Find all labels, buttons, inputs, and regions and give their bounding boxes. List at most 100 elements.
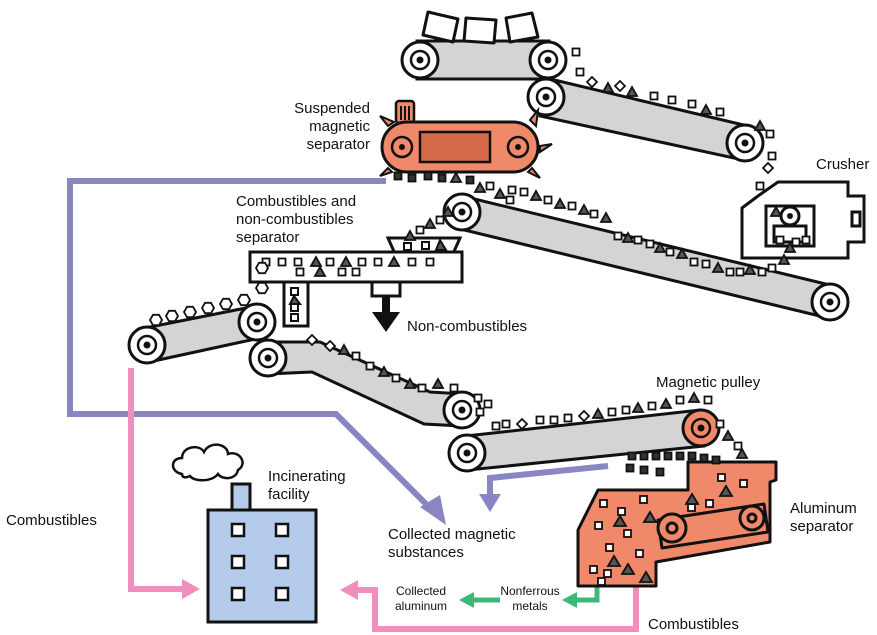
particle-square xyxy=(621,405,631,415)
particle-triangle xyxy=(783,241,797,253)
particle-square xyxy=(473,393,483,403)
particle-triangle xyxy=(721,429,735,441)
particle-square xyxy=(519,187,529,197)
particle-square xyxy=(663,451,673,461)
particle-triangle xyxy=(577,203,591,215)
combustibles-path xyxy=(128,368,639,632)
particle-triangle xyxy=(423,217,437,229)
particle-triangle xyxy=(313,265,327,277)
particle-square xyxy=(293,257,303,267)
suspended-magnetic-separator-label: Suspended magnetic separator xyxy=(294,100,370,153)
particle-triangle xyxy=(309,255,323,267)
particle-hexagon xyxy=(164,309,180,323)
particle-triangle xyxy=(687,391,701,403)
particle-square xyxy=(407,257,417,267)
particle-square xyxy=(417,383,427,393)
collected-aluminum-label: Collected aluminum xyxy=(394,584,448,613)
particle-square xyxy=(607,407,617,417)
particle-hexagon xyxy=(254,281,270,295)
particle-square xyxy=(435,215,445,225)
particle-triangle xyxy=(621,231,635,243)
particle-square xyxy=(775,235,785,245)
particle-square xyxy=(423,171,433,181)
particle-square xyxy=(337,267,347,277)
nonferrous-metals-label: Nonferrous metals xyxy=(500,584,560,613)
crusher xyxy=(740,180,866,260)
bulky-waste-blocks xyxy=(421,10,540,45)
particle-square xyxy=(687,99,697,109)
particle-square xyxy=(633,235,643,245)
incinerating-facility-label: Incinerating facility xyxy=(268,468,346,503)
factory-icon xyxy=(206,482,318,624)
comb-noncomb-separator-label: Combustibles and non-combustibles separa… xyxy=(236,193,357,246)
particle-triangle xyxy=(735,447,749,459)
particle-square xyxy=(613,231,623,241)
particle-square xyxy=(475,407,485,417)
particle-square xyxy=(703,395,713,405)
particle-diamond xyxy=(577,409,591,423)
particle-square xyxy=(699,453,709,463)
particle-triangle xyxy=(473,181,487,193)
collected-magnetic-substances-label: Collected magnetic substances xyxy=(388,526,516,561)
particle-diamond xyxy=(305,333,319,347)
particle-diamond xyxy=(323,339,337,353)
particle-square xyxy=(627,451,637,461)
particle-triangle xyxy=(403,229,417,241)
particle-square xyxy=(735,267,745,277)
particle-square xyxy=(675,451,685,461)
aluminum-separator-label: Aluminum separator xyxy=(790,500,857,535)
particle-triangle xyxy=(403,377,417,389)
particle-square xyxy=(549,415,559,425)
particle-triangle xyxy=(699,103,713,115)
particle-square xyxy=(425,257,435,267)
particle-square xyxy=(535,415,545,425)
particle-square xyxy=(357,257,367,267)
particle-square xyxy=(715,419,725,429)
particle-triangle xyxy=(529,189,543,201)
particle-triangle xyxy=(553,197,567,209)
particle-square xyxy=(639,451,649,461)
particle-square xyxy=(351,267,361,277)
suspended-magnetic-separator xyxy=(379,99,553,179)
particle-diamond xyxy=(761,161,775,175)
particle-hexagon xyxy=(236,293,252,307)
particle-triangle xyxy=(711,261,725,273)
particle-square xyxy=(791,237,801,247)
particle-triangle xyxy=(769,205,783,217)
particle-hexagon xyxy=(218,297,234,311)
particle-square xyxy=(543,195,553,205)
particle-square xyxy=(491,421,501,431)
particle-hexagon xyxy=(200,301,216,315)
combustibles-bottom-label: Combustibles xyxy=(648,616,739,633)
arrow-icon xyxy=(372,312,400,332)
particle-triangle xyxy=(777,253,791,265)
particle-square xyxy=(365,361,375,371)
particle-square xyxy=(767,263,777,273)
particle-triangle xyxy=(387,255,401,267)
particle-diamond xyxy=(585,75,599,89)
particle-triangle xyxy=(431,377,445,389)
arrow-icon xyxy=(340,580,358,600)
particle-square xyxy=(665,247,675,257)
particle-square xyxy=(589,209,599,219)
non-combustibles-arrow xyxy=(372,296,400,332)
magnetic-substances-path xyxy=(67,178,609,513)
particle-square xyxy=(625,463,635,473)
nonferrous-path xyxy=(474,586,600,603)
particle-square xyxy=(415,225,425,235)
arrow-icon xyxy=(420,495,446,525)
particle-square xyxy=(767,151,777,161)
particle-triangle xyxy=(591,407,605,419)
particle-square xyxy=(501,419,511,429)
particle-square xyxy=(391,373,401,383)
particle-square xyxy=(711,455,721,465)
combustibles-separator xyxy=(248,236,464,328)
arrow-icon xyxy=(562,592,577,608)
particle-triangle xyxy=(599,211,613,223)
particle-square xyxy=(295,267,305,277)
particle-square xyxy=(483,399,493,409)
particle-square xyxy=(725,267,735,277)
particle-square xyxy=(465,175,475,185)
particle-square xyxy=(639,465,649,475)
conveyor-belt-top xyxy=(400,39,568,81)
